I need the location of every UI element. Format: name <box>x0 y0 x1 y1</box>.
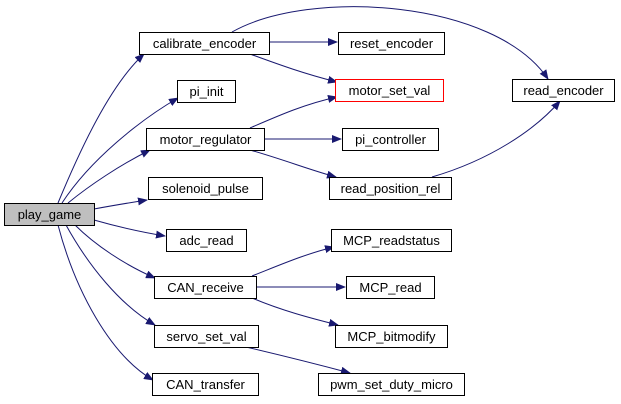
node-label: servo_set_val <box>166 329 246 344</box>
edge-play_game-to-motor_regulator <box>67 149 151 204</box>
node-label: play_game <box>18 207 82 222</box>
node-label: CAN_receive <box>167 280 244 295</box>
node-calibrate_encoder[interactable]: calibrate_encoder <box>139 32 270 55</box>
node-box <box>329 177 452 200</box>
node-pi_init[interactable]: pi_init <box>177 80 236 103</box>
node-box <box>318 373 465 396</box>
edge-motor_regulator-to-read_position_rel <box>249 149 337 179</box>
node-label: read_encoder <box>523 83 604 98</box>
node-box <box>148 177 263 200</box>
node-label: reset_encoder <box>350 36 434 51</box>
node-label: motor_set_val <box>349 83 431 98</box>
node-box <box>139 32 270 55</box>
node-CAN_transfer[interactable]: CAN_transfer <box>152 373 259 396</box>
edge-read_position_rel-to-read_encoder <box>431 100 561 178</box>
node-label: solenoid_pulse <box>162 181 249 196</box>
node-box <box>4 203 95 226</box>
node-solenoid_pulse[interactable]: solenoid_pulse <box>148 177 263 200</box>
node-box <box>166 229 247 252</box>
node-motor_regulator[interactable]: motor_regulator <box>146 128 265 151</box>
node-box <box>512 79 615 102</box>
node-box <box>346 276 435 299</box>
edge-play_game-to-servo_set_val <box>65 224 156 326</box>
node-servo_set_val[interactable]: servo_set_val <box>154 325 259 348</box>
node-box <box>152 373 259 396</box>
edge-servo_set_val-to-pwm_set_duty_micro <box>245 346 351 375</box>
node-box <box>177 80 236 103</box>
node-pi_controller[interactable]: pi_controller <box>342 128 439 151</box>
node-CAN_receive[interactable]: CAN_receive <box>154 276 257 299</box>
node-box <box>335 325 448 348</box>
node-play_game[interactable]: play_game <box>4 203 95 226</box>
node-reset_encoder[interactable]: reset_encoder <box>338 32 445 55</box>
edge-calibrate_encoder-to-motor_set_val <box>249 53 338 84</box>
node-box <box>342 128 439 151</box>
edge-play_game-to-CAN_transfer <box>57 224 154 381</box>
node-box <box>154 276 257 299</box>
edge-motor_regulator-to-motor_set_val <box>249 95 338 129</box>
node-label: pi_init <box>190 84 224 99</box>
node-label: CAN_transfer <box>166 377 245 392</box>
edge-play_game-to-CAN_receive <box>74 224 156 279</box>
edge-CAN_receive-to-MCP_readstatus <box>251 245 335 277</box>
node-label: pwm_set_duty_micro <box>330 377 453 392</box>
node-box <box>335 79 444 102</box>
edge-play_game-to-adc_read <box>93 219 166 239</box>
node-pwm_set_duty_micro[interactable]: pwm_set_duty_micro <box>318 373 465 396</box>
edge-calibrate_encoder-to-read_encoder <box>231 6 549 80</box>
node-label: pi_controller <box>355 132 426 147</box>
edge-play_game-to-pi_init <box>61 97 179 204</box>
nodes: play_game calibrate_encoder reset_encoderm… <box>4 32 615 396</box>
node-MCP_readstatus[interactable]: MCP_readstatus <box>331 229 452 252</box>
edge-play_game-to-calibrate_encoder <box>57 53 145 204</box>
node-motor_set_val[interactable]: motor_set_val <box>335 79 444 102</box>
edge-play_game-to-solenoid_pulse <box>93 197 148 210</box>
node-read_position_rel[interactable]: read_position_rel <box>329 177 452 200</box>
node-MCP_bitmodify[interactable]: MCP_bitmodify <box>335 325 448 348</box>
node-label: MCP_readstatus <box>343 233 440 248</box>
node-label: adc_read <box>179 233 233 248</box>
node-MCP_read[interactable]: MCP_read <box>346 276 435 299</box>
node-box <box>338 32 445 55</box>
node-label: calibrate_encoder <box>153 36 257 51</box>
node-box <box>154 325 259 348</box>
node-box <box>331 229 452 252</box>
node-box <box>146 128 265 151</box>
node-read_encoder[interactable]: read_encoder <box>512 79 615 102</box>
edge-CAN_receive-to-MCP_bitmodify <box>251 297 339 327</box>
node-adc_read[interactable]: adc_read <box>166 229 247 252</box>
node-label: MCP_bitmodify <box>347 329 436 344</box>
edges <box>57 6 561 381</box>
node-label: read_position_rel <box>341 181 441 196</box>
node-label: MCP_read <box>359 280 421 295</box>
node-label: motor_regulator <box>160 132 252 147</box>
